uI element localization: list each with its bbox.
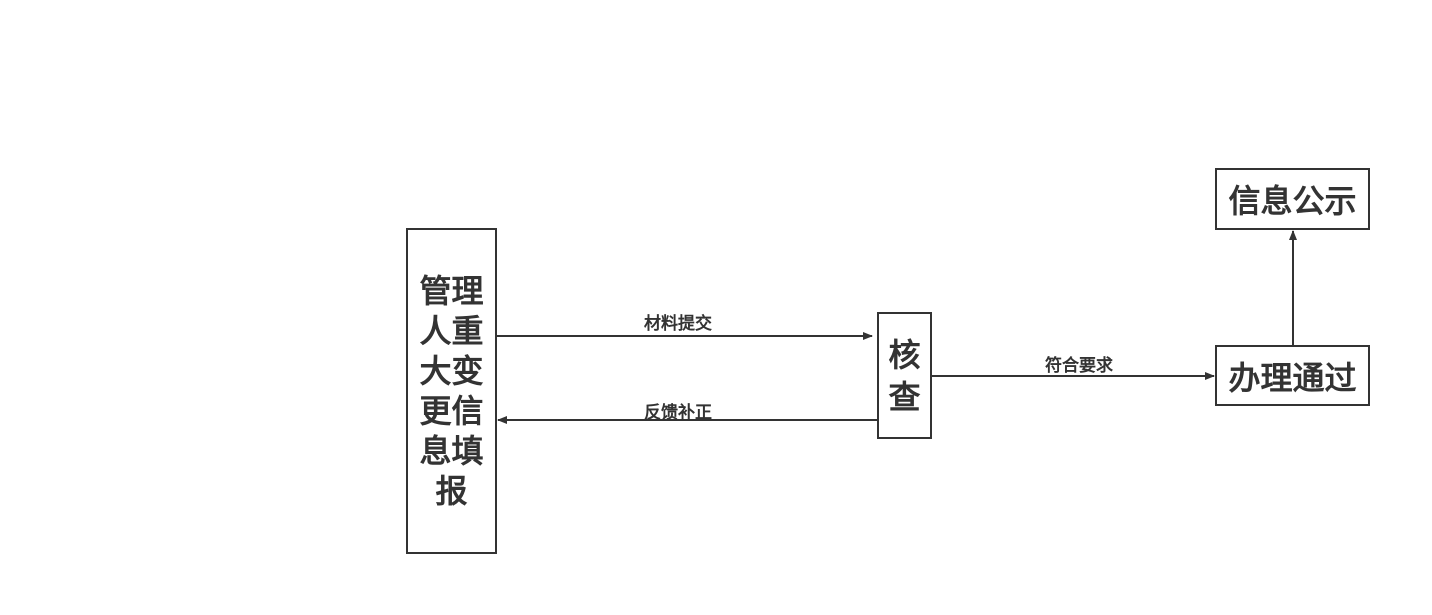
node-filing-label: 管理人重大变更信息填报: [419, 272, 484, 510]
edge-label-compliant: 符合要求: [1045, 356, 1113, 376]
node-approved-label: 办理通过: [1228, 358, 1357, 397]
node-publish-label: 信息公示: [1228, 182, 1357, 220]
node-review: 核查: [877, 312, 932, 439]
edge-label-feedback: 反馈补正: [644, 403, 712, 423]
node-filing: 管理人重大变更信息填报: [406, 228, 497, 554]
node-review-label: 核查: [888, 335, 921, 416]
node-approved: 办理通过: [1215, 345, 1370, 406]
edge-label-submit: 材料提交: [644, 314, 712, 334]
node-publish: 信息公示: [1215, 168, 1370, 230]
